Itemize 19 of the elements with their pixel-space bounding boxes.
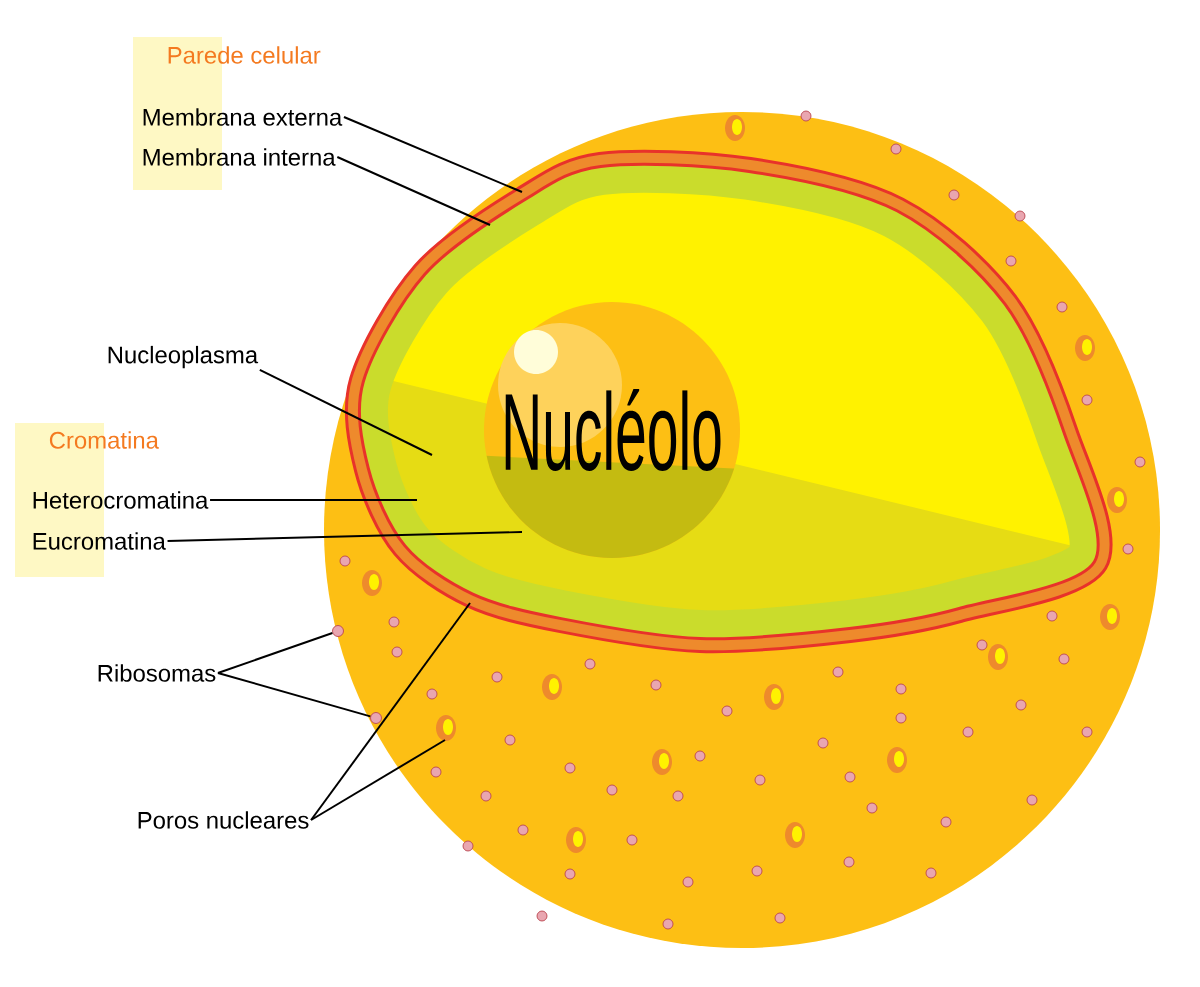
callout-label: Heterocromatina (33, 491, 209, 509)
callout-label: Ribosomas (98, 664, 216, 682)
section-heading: Cromatina (49, 431, 159, 449)
nucleolus-label: Nucléolo (505, 389, 721, 471)
leader-line (343, 116, 523, 193)
leader-line (209, 499, 418, 501)
leader-line (310, 602, 471, 821)
callout-label: Poros nucleares (138, 811, 309, 829)
callout-label: Membrana interna (143, 148, 336, 166)
callout-label: Eucromatina (33, 532, 166, 550)
callout-label: Nucleoplasma (108, 345, 259, 369)
leader-line (336, 156, 491, 226)
callout-label: Membrana externa (143, 108, 343, 126)
leader-line (258, 368, 433, 456)
section-heading: Parede celular (168, 46, 321, 64)
leader-line (216, 672, 372, 718)
leader-line (166, 531, 523, 542)
leader-line (310, 739, 446, 821)
leader-line (216, 631, 334, 674)
